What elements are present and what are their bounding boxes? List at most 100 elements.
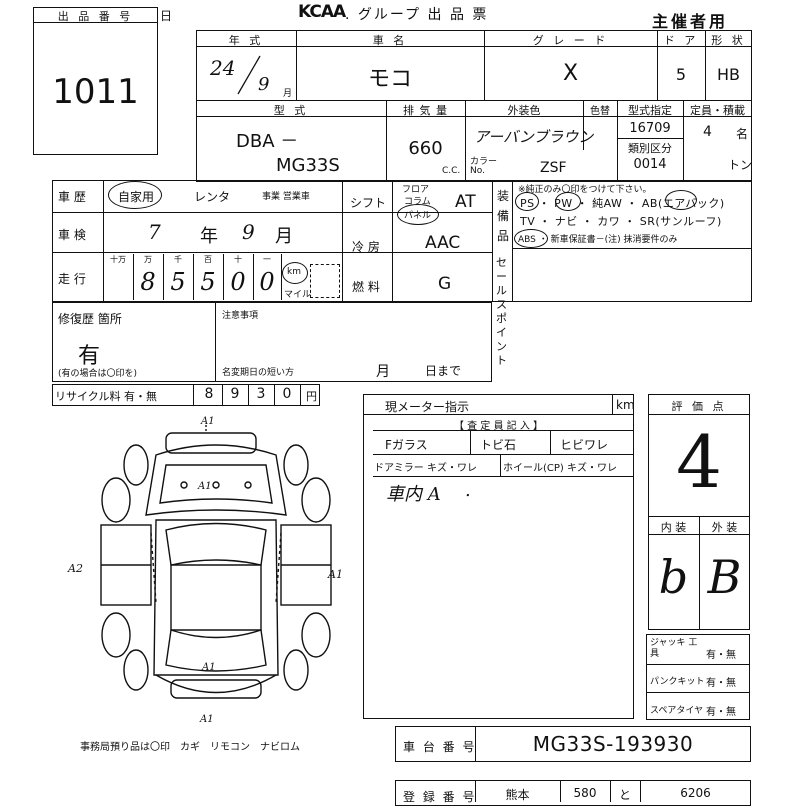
recycle-digit: 9 (230, 386, 240, 402)
fuel-type: G (438, 274, 452, 294)
rental-option: レンタ (194, 190, 231, 204)
exterior-color: アーバンブラウン (474, 128, 594, 146)
front-glass-label: Fガラス (385, 438, 428, 452)
floor-option: フロア (402, 185, 430, 195)
inspection-month-unit: 月 (275, 226, 293, 247)
repair-value: 有 (78, 344, 101, 369)
damage-mark-top: A1 (201, 416, 215, 427)
rating-label: 評 価 点 (671, 400, 727, 413)
deadline-label: 名変期日の短い方 (222, 368, 295, 378)
year-month-slash (237, 55, 261, 95)
grade: X (562, 61, 579, 86)
mileage-digit-label: 一 (263, 255, 271, 264)
model-month: 9 (258, 74, 270, 95)
month-unit: 月 (283, 89, 293, 99)
seats: 4 (703, 124, 712, 140)
repair-label: 修復歴 箇所 (58, 312, 122, 326)
seats-unit: 名 (736, 127, 749, 141)
meter-section (363, 394, 634, 719)
color-label: 外装色 (507, 104, 541, 117)
inspection-month: 9 (242, 220, 255, 244)
mileage-digit-label: 十万 (110, 255, 126, 264)
registration-class: 580 (573, 786, 597, 800)
jack-label: ジャッキ 工 具 (650, 638, 698, 659)
jack-options: 有・無 (706, 650, 736, 661)
damage-mark-bonnet: A1 (198, 481, 212, 492)
car-damage-diagram (100, 425, 332, 699)
registration-label: 登 録 番 号 (403, 790, 477, 804)
spare-tire-options: 有・無 (706, 707, 736, 718)
door-label: ド ア (663, 34, 699, 47)
inspection-year-unit: 年 (200, 226, 218, 247)
recycle-digit: 8 (204, 386, 214, 402)
km-circle (282, 262, 308, 284)
lot-number-suffix: 日 (160, 9, 173, 23)
damage-mark-left: A2 (68, 562, 83, 575)
cc-unit: C.C. (442, 166, 461, 176)
interior-score: b (658, 550, 689, 604)
mileage-digit: 5 (170, 268, 186, 296)
shift-type: AT (455, 192, 476, 212)
brand-logo: KCAA (298, 2, 346, 22)
damage-mark-rear: A1 (202, 662, 216, 673)
rating-score: 4 (676, 420, 722, 504)
inspection-year: 7 (148, 220, 161, 244)
puncture-kit-label: パンクキット (650, 677, 705, 687)
tools-section (646, 634, 750, 720)
inspection-label: 車 検 (58, 228, 86, 242)
chip-label: トビ石 (480, 438, 517, 452)
capacity-label: 定員・積載 (690, 104, 745, 117)
year-label: 年 式 (228, 34, 264, 47)
ton-unit: トン (728, 158, 753, 172)
recycle-unit: 円 (306, 390, 317, 403)
color-change-label: 色替 (590, 106, 610, 117)
deadline-month-unit: 月 (376, 364, 390, 380)
class-label: 類別区分 (628, 142, 672, 155)
interior-note: 車内 A (386, 484, 441, 505)
meter-unit: km (616, 398, 635, 412)
panel-circle (397, 204, 439, 225)
history-section (52, 180, 752, 302)
model-prefix: DBA － (236, 131, 299, 152)
ac-type: AAC (425, 233, 461, 253)
business-option: 事業 営業車 (262, 192, 310, 202)
deadline-day-unit: 日まで (425, 364, 462, 378)
displacement: 660 (408, 138, 443, 159)
registration-number: 6206 (680, 786, 711, 800)
notes-label: 注意事項 (222, 311, 259, 321)
chassis-number: MG33S-193930 (532, 732, 694, 756)
damage-mark-bottom: A1 (200, 714, 214, 725)
ac-label: 冷 房 (352, 240, 380, 254)
ab-circle (665, 190, 697, 210)
car-name: モコ (367, 67, 412, 92)
recycle-digit: 3 (256, 386, 266, 402)
type-designation-label: 型式指定 (628, 104, 672, 117)
mileage-digit-label: 万 (144, 255, 152, 264)
lot-number-box (33, 7, 158, 155)
color-code: ZSF (540, 160, 567, 176)
displacement-label: 排 気 量 (403, 104, 448, 117)
mileage-digit: 0 (230, 268, 246, 296)
interior-note-dot: . (465, 480, 471, 501)
car-name-label: 車 名 (372, 34, 408, 47)
damage-mark-right: A1 (328, 568, 343, 581)
abs-circle (514, 229, 548, 248)
puncture-kit-options: 有・無 (706, 678, 736, 689)
sales-point-label: セールスポイント (496, 256, 507, 367)
ps-circle (515, 192, 539, 211)
interior-label: 内 装 (660, 521, 687, 534)
model-year: 24 (210, 56, 236, 80)
pw-circle (555, 192, 581, 211)
mileage-digit-label: 百 (204, 255, 212, 264)
mileage-digit: 0 (259, 268, 275, 296)
wheel-label: ホイール(CP) キズ・ワレ (503, 463, 617, 474)
chassis-box (395, 726, 751, 762)
shift-label: シフト (350, 196, 387, 210)
exterior-score: B (707, 550, 742, 604)
mileage-label: 走 行 (58, 272, 86, 286)
spare-tire-label: スペアタイヤ (650, 706, 704, 716)
type-number: 16709 (629, 121, 671, 136)
mileage-digit: 5 (200, 268, 216, 296)
recycle-row (52, 384, 320, 406)
organizer-label: 主催者用 (652, 12, 729, 31)
